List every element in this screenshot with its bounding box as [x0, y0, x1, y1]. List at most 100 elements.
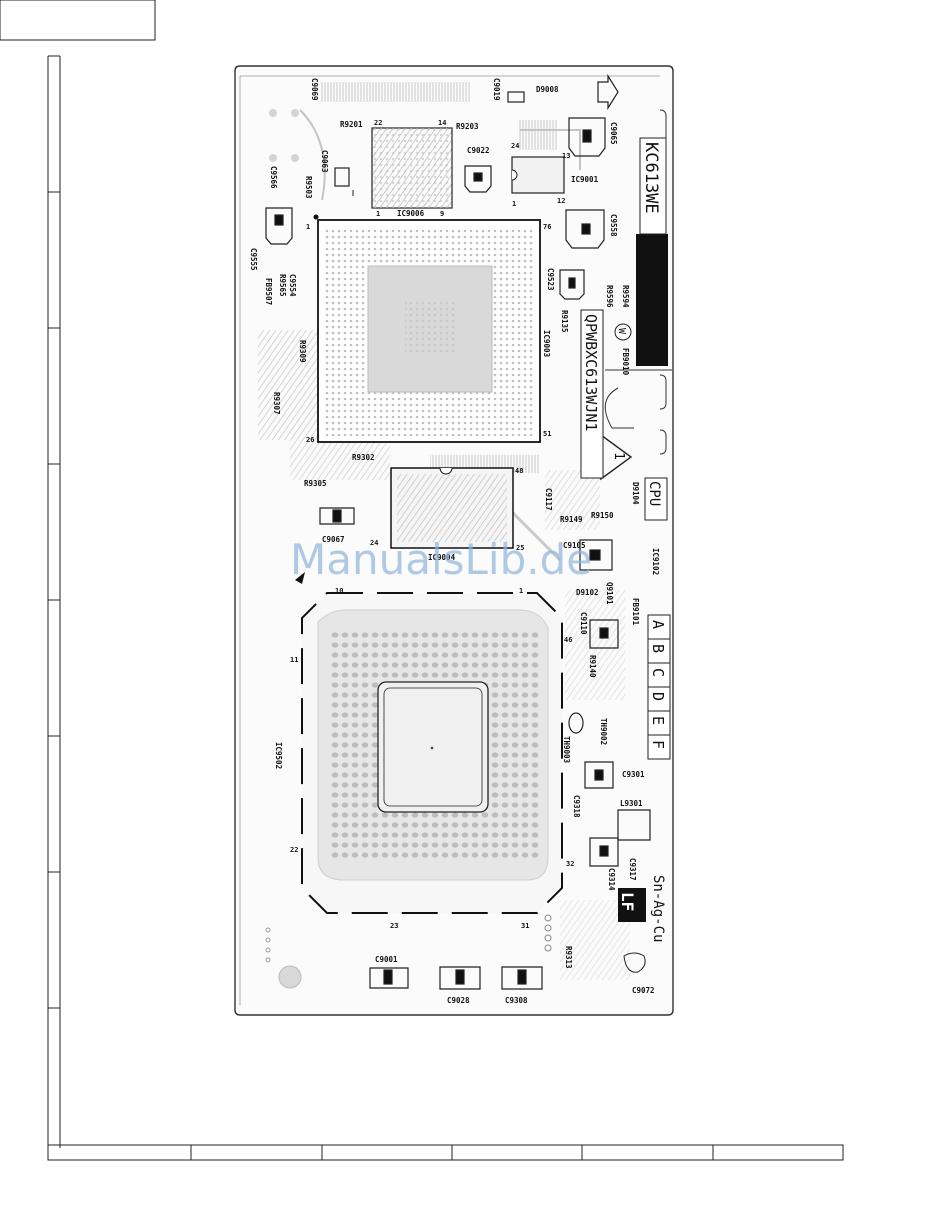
label-c9110: C9110: [579, 612, 588, 635]
shield-pad: [636, 234, 668, 366]
label-r9565: R9565: [278, 274, 287, 297]
ic9006-pin-9: 9: [440, 210, 444, 218]
variant-d: D: [649, 692, 667, 701]
ic9502-label: IC9502: [274, 742, 283, 769]
label-d9008: D9008: [536, 85, 559, 94]
label-r9307: R9307: [272, 392, 281, 415]
variant-box-row: A B C D E F: [647, 614, 671, 760]
ic9502-pin-23: 23: [390, 922, 398, 930]
label-c9566: C9566: [269, 166, 278, 189]
variant-a: A: [649, 620, 667, 629]
variant-b: B: [649, 644, 667, 653]
label-r9150: R9150: [591, 511, 614, 520]
board-markings: KC613WE QPWBXC613WJN1 W 1 CPU A B C D E …: [580, 137, 671, 973]
ic9006-pin-1: 1: [376, 210, 380, 218]
pcb-code: KC613WE: [641, 142, 661, 214]
label-r9149: R9149: [560, 515, 583, 524]
label-r9305: R9305: [304, 479, 327, 488]
ic9004-pin-24: 24: [370, 539, 378, 547]
ic9004-pin-1: 1: [519, 587, 523, 595]
label-c9117: C9117: [544, 488, 553, 511]
label-c9317: C9317: [628, 858, 637, 881]
label-c9069: C9069: [310, 78, 319, 101]
copper-traces: [258, 82, 630, 989]
ic9003-footprint: [313, 214, 541, 443]
ic9001-label: IC9001: [571, 175, 599, 184]
label-c9001: C9001: [375, 955, 398, 964]
label-c9318: C9318: [572, 795, 581, 818]
solder-spec: Sn-Ag-Cu: [650, 875, 666, 942]
page-frame: [0, 0, 844, 1161]
label-th9003: TH9003: [562, 736, 571, 764]
label-c9523: C9523: [546, 268, 555, 291]
label-d9102: D9102: [576, 588, 599, 597]
ic9003-label: IC9003: [542, 330, 551, 358]
label-r9201: R9201: [340, 120, 363, 129]
w-mark: W: [616, 328, 627, 335]
ic9004-footprint: [390, 467, 514, 549]
ic9502-pin-46: 46: [564, 636, 572, 644]
ic9006-footprint: [352, 127, 453, 209]
label-c9314: C9314: [607, 868, 616, 891]
label-r9135: R9135: [560, 310, 569, 333]
label-c9105: C9105: [563, 541, 586, 550]
lf-mark: LF: [618, 892, 637, 911]
label-r9596: R9596: [605, 285, 614, 308]
variant-e: E: [649, 716, 667, 725]
label-c9558: C9558: [609, 214, 618, 237]
label-r9302: R9302: [352, 453, 375, 462]
label-c9022: C9022: [467, 146, 490, 155]
label-c9019: C9019: [492, 78, 501, 101]
ic9004-label: IC9004: [428, 553, 456, 562]
label-c9028: C9028: [447, 996, 470, 1005]
label-l9301: L9301: [620, 799, 643, 808]
label-r9594: R9594: [621, 285, 630, 308]
label-c9065: C9065: [609, 122, 618, 145]
label-c9067: C9067: [322, 535, 345, 544]
variant-c: C: [649, 668, 667, 677]
section-cpu: CPU: [646, 481, 662, 506]
label-c9063: C9063: [320, 150, 329, 173]
ic9502-pin-22: 22: [290, 846, 298, 854]
ic9006-pin-22: 22: [374, 119, 382, 127]
label-th9002: TH9002: [599, 718, 608, 745]
component-labels: C9069 C9019 D9008 R9201 R9203 C9065 C902…: [249, 78, 655, 1005]
label-c9554: C9554: [288, 274, 297, 297]
variant-f: F: [649, 740, 667, 749]
label-c9301: C9301: [622, 770, 645, 779]
ic9502-pin-32: 32: [566, 860, 574, 868]
label-r9503: R9503: [304, 176, 313, 199]
ic9004-pin-25: 25: [516, 544, 524, 552]
ic9502-footprint: [295, 572, 563, 914]
ic9102-label: IC9102: [651, 548, 660, 575]
watermark: ManualsLib.de: [290, 535, 592, 584]
capacitor-footprints: [265, 73, 651, 990]
ic9004-pin-48: 48: [515, 467, 523, 475]
marker-1: 1: [611, 452, 626, 460]
ic9502-pin-10: 10: [335, 587, 343, 595]
part-number: QPWBXC613WJN1: [582, 314, 600, 431]
ic9006-label: IC9006: [397, 209, 425, 218]
label-r9309: R9309: [298, 340, 307, 363]
label-c9555: C9555: [249, 248, 258, 271]
label-r9203: R9203: [456, 122, 479, 131]
lf-block: [618, 888, 646, 922]
label-c9072: C9072: [632, 986, 655, 995]
label-q9101: Q9101: [605, 582, 614, 605]
ic9502-pin-31: 31: [521, 922, 529, 930]
label-fb9010: FB9010: [621, 348, 630, 376]
pin-numbers: 22 14 1 9 24 13 1 12 1 76 26 51 48 24 25…: [290, 119, 574, 930]
ic-labels: IC9006 IC9001 IC9003 IC9004 IC9502 IC910…: [274, 175, 660, 769]
ic9006-pin-14: 14: [438, 119, 446, 127]
ic9001-pin-13: 13: [562, 152, 570, 160]
label-fb9101: FB9101: [631, 598, 640, 626]
label-c9308: C9308: [505, 996, 528, 1005]
ic9003-pin-1: 1: [306, 223, 310, 231]
ic9001-pin-12: 12: [557, 197, 565, 205]
ic9001-footprint: [511, 120, 565, 194]
ic9003-pin-51: 51: [543, 430, 551, 438]
ic9003-pin-26: 26: [306, 436, 314, 444]
label-d9104: D9104: [631, 482, 640, 505]
label-fb9507: FB9507: [264, 278, 273, 305]
